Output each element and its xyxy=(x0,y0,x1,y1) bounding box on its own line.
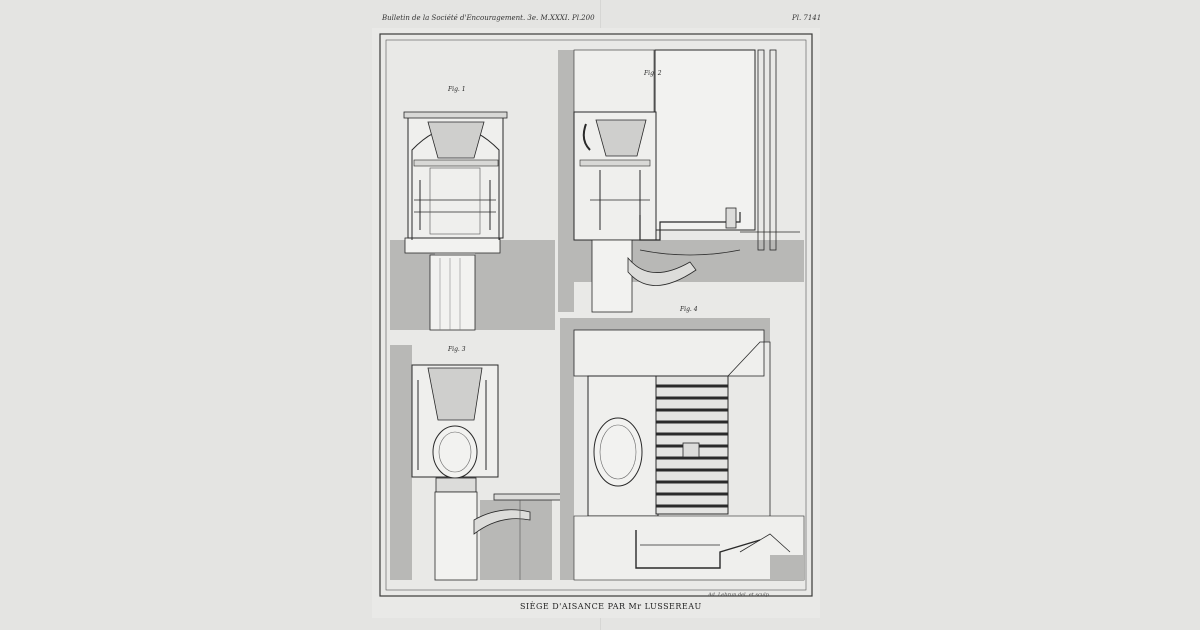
fig3-seat-opening xyxy=(432,425,478,479)
fig3-drawing xyxy=(390,345,571,581)
engraver-credit: Ad. Lebrun del. et sculp. xyxy=(708,592,771,598)
fig3-bowl xyxy=(427,367,483,421)
fig3-label: Fig. 3 xyxy=(448,346,466,353)
fig3-pipe xyxy=(434,491,478,581)
fig3-shelf xyxy=(493,493,571,501)
fig1-bowl xyxy=(427,121,485,159)
plate-frame-inner xyxy=(385,39,807,591)
fig1-floor-right xyxy=(475,240,555,330)
fig2-tank xyxy=(654,49,756,231)
fig1-base xyxy=(404,237,501,254)
fig2-bend-pipe xyxy=(627,256,697,286)
fig4-supply-pipe xyxy=(635,530,761,569)
fig2-bowl xyxy=(595,119,647,157)
fig2-drawing xyxy=(558,49,804,313)
bulletin-header: Bulletin de la Société d'Encouragement. … xyxy=(382,14,595,22)
fig3-bend-pipe xyxy=(473,509,531,535)
fig4-floor xyxy=(573,515,805,581)
fig2-wall-left xyxy=(558,50,574,312)
plate-caption: SIÈGE D'AISANCE PAR Mr LUSSEREAU xyxy=(520,602,702,611)
fig1-drawing xyxy=(390,111,555,331)
fig2-label: Fig. 2 xyxy=(644,70,662,77)
fig4-label: Fig. 4 xyxy=(680,306,698,313)
fig1-label: Fig. 1 xyxy=(448,86,466,93)
fig3-wall xyxy=(390,345,412,580)
fig4-room xyxy=(573,329,765,377)
fig4-wall-left xyxy=(560,318,574,580)
fig4-drawing xyxy=(560,318,805,581)
fig2-pipe xyxy=(591,239,633,313)
fig1-floor-left xyxy=(390,240,435,330)
fig1-pipe xyxy=(429,254,476,331)
fig4-corner-wall xyxy=(727,341,771,560)
fig2-ceiling xyxy=(573,49,655,113)
plate-frame-outer xyxy=(379,33,813,597)
fig4-seat-opening xyxy=(593,417,643,487)
plate-number: Pl. 7141 xyxy=(792,14,822,22)
